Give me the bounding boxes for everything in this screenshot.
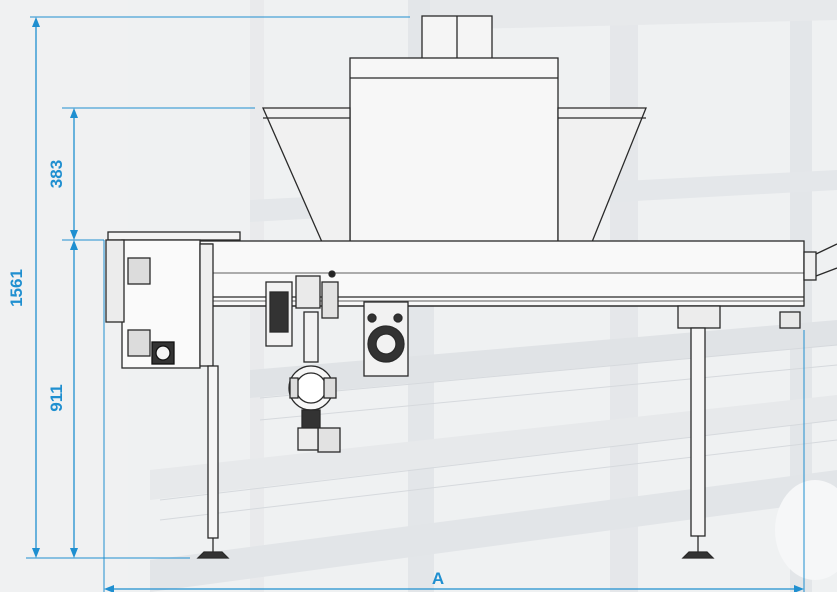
dim-label-length: A xyxy=(432,569,444,588)
dim-label-hood-height: 383 xyxy=(47,160,66,188)
hood-box xyxy=(349,57,559,243)
machine-drawing xyxy=(105,15,837,559)
dim-label-total-height: 1561 xyxy=(7,269,26,307)
dim-label-frame-height: 911 xyxy=(47,384,66,411)
dimension-lines xyxy=(26,16,805,592)
